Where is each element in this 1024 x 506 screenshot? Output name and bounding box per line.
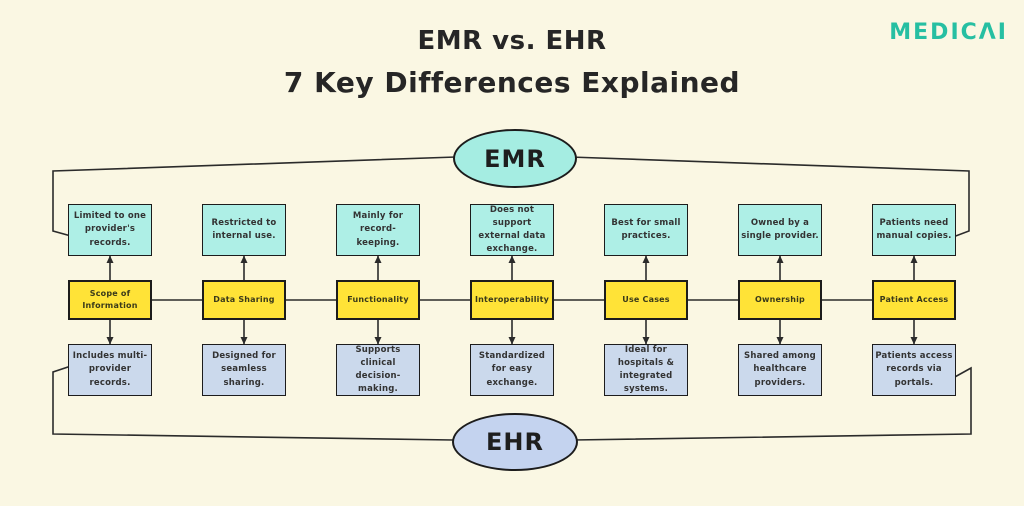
- category-box: Scope of Information: [68, 280, 152, 320]
- title-line-1: EMR vs. EHR: [417, 26, 607, 56]
- ehr-fact-box: Ideal for hospitals & integrated systems…: [604, 344, 688, 396]
- emr-fact-box: Limited to one provider's records.: [68, 204, 152, 256]
- category-box: Data Sharing: [202, 280, 286, 320]
- ehr-bracket-left: [52, 365, 454, 441]
- emr-fact-box: Best for small practices.: [604, 204, 688, 256]
- ehr-fact-box: Includes multi-provider records.: [68, 344, 152, 396]
- emr-node: EMR: [453, 129, 577, 188]
- ehr-fact-box: Supports clinical decision-making.: [336, 344, 420, 396]
- emr-fact-box: Patients need manual copies.: [872, 204, 956, 256]
- emr-fact-box: Does not support external data exchange.: [470, 204, 554, 256]
- category-box: Interoperability: [470, 280, 554, 320]
- title-line-2: 7 Key Differences Explained: [283, 66, 741, 99]
- page-title: EMR vs. EHR 7 Key Differences Explained: [0, 26, 1024, 99]
- emr-bracket-left: [52, 156, 457, 237]
- emr-bracket-right: [569, 156, 970, 238]
- arrowheads: [106, 255, 918, 345]
- category-box: Ownership: [738, 280, 822, 320]
- category-box: Use Cases: [604, 280, 688, 320]
- ehr-fact-box: Standardized for easy exchange.: [470, 344, 554, 396]
- medicai-logo: MEDICΛI: [889, 20, 1008, 45]
- ehr-node: EHR: [452, 413, 578, 471]
- ehr-fact-box: Patients access records via portals.: [872, 344, 956, 396]
- category-box: Patient Access: [872, 280, 956, 320]
- ehr-fact-box: Designed for seamless sharing.: [202, 344, 286, 396]
- emr-fact-box: Owned by a single provider.: [738, 204, 822, 256]
- ehr-bracket-right: [572, 366, 972, 441]
- emr-fact-box: Restricted to internal use.: [202, 204, 286, 256]
- ehr-fact-box: Shared among healthcare providers.: [738, 344, 822, 396]
- category-box: Functionality: [336, 280, 420, 320]
- emr-fact-box: Mainly for record-keeping.: [336, 204, 420, 256]
